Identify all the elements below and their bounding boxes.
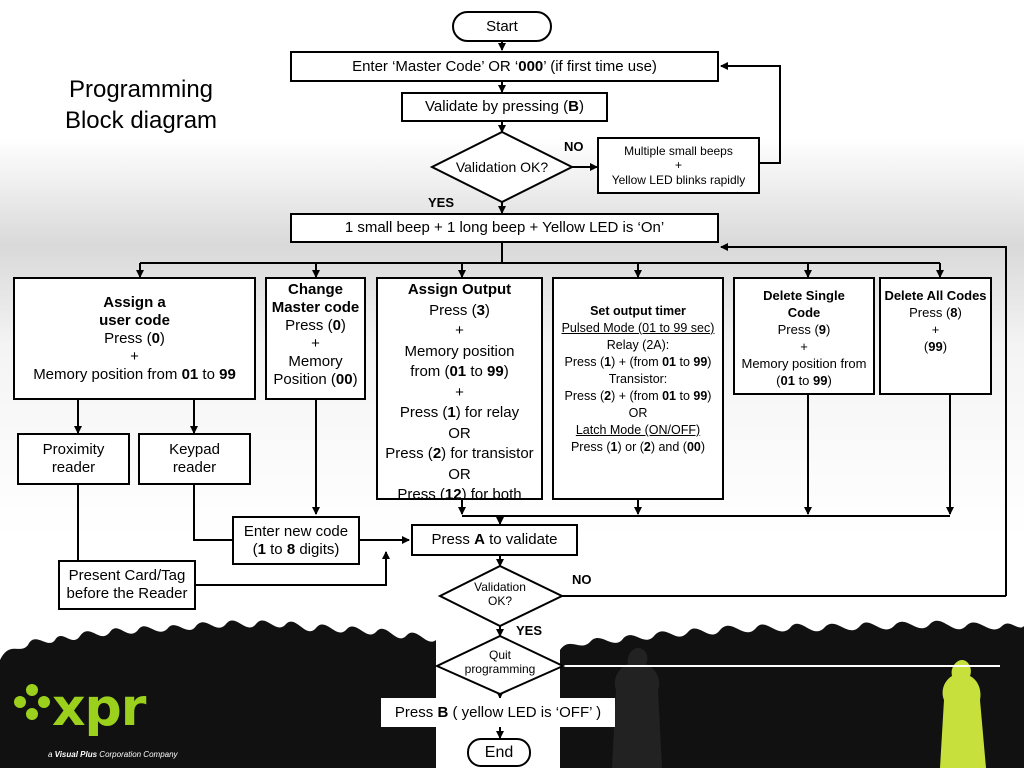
keypad-reader-box: Keypad reader [138, 433, 251, 485]
validation-ok-label-1: Validation OK? [455, 159, 549, 175]
validation-ok-label-2: Validation OK? [474, 580, 526, 608]
yes-label-1: YES [428, 195, 455, 210]
start-terminal: Start [452, 11, 552, 42]
proximity-reader-box: Proximity reader [17, 433, 130, 485]
press-b-exit-box: Press B ( yellow LED is ‘OFF’ ) [381, 698, 615, 727]
validation-decision-diamond-2 [437, 564, 565, 628]
validate-by-pressing-b-box: Validate by pressing (B) [401, 92, 608, 122]
page-title: Programming Block diagram [64, 76, 218, 134]
quit-decision-diamond [434, 634, 566, 696]
logo-tagline: a Visual Plus Corporation Company [48, 750, 178, 759]
no-label-1: NO [564, 139, 584, 154]
quit-programming-label: Quit programming [464, 648, 536, 676]
set-output-timer-box: Set output timer Pulsed Mode (01 to 99 s… [552, 277, 724, 500]
xpr-logo-text: xpr [52, 678, 146, 738]
change-master-code-box: Change Master code Press (0) + Memory Po… [265, 277, 366, 400]
enter-master-code-box: Enter ‘Master Code’ OR ‘000’ (if first t… [290, 51, 719, 82]
assign-output-box: Assign Output Press (3) + Memory positio… [376, 277, 543, 500]
no-label-2: NO [572, 572, 592, 587]
error-feedback-box: Multiple small beeps + Yellow LED blinks… [597, 137, 760, 194]
press-a-to-validate-box: Press A to validate [411, 524, 578, 556]
end-label: End [484, 743, 514, 761]
programming-mode-feedback-box: 1 small beep + 1 long beep + Yellow LED … [290, 213, 719, 243]
assign-user-code-box: Assign a user code Press (0) + Memory po… [13, 277, 256, 400]
validation-decision-diamond-1 [429, 130, 575, 204]
delete-all-codes-box: Delete All Codes Press (8) + (99) [879, 277, 992, 395]
enter-new-code-box: Enter new code (1 to 8 digits) [232, 516, 360, 565]
start-label: Start [486, 17, 518, 35]
present-card-box: Present Card/Tag before the Reader [58, 560, 196, 610]
xpr-logo-icon [14, 684, 50, 720]
delete-single-code-box: Delete Single Code Press (9) + Memory po… [733, 277, 875, 395]
yes-label-2: YES [516, 623, 543, 638]
end-terminal: End [467, 738, 531, 767]
